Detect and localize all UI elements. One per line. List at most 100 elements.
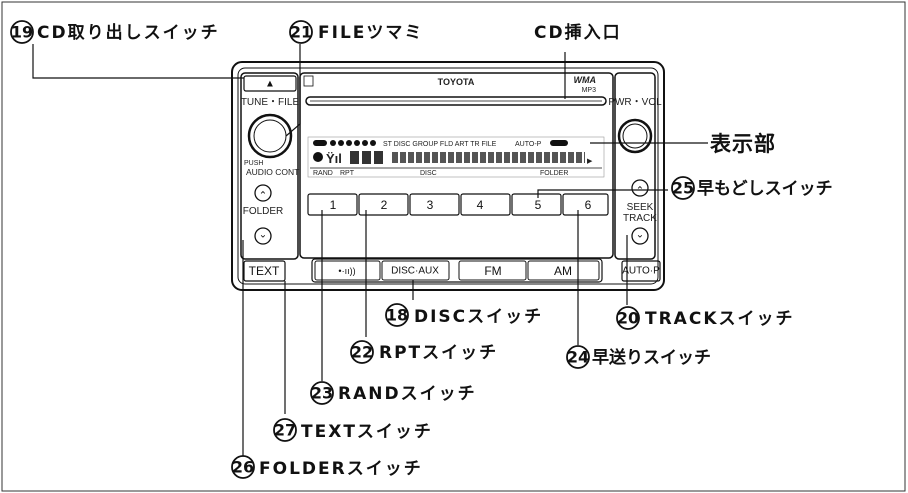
callout-24: 24 早送りスイッチ bbox=[566, 345, 711, 369]
wma-label: WMA bbox=[574, 75, 597, 85]
callout-number-circle bbox=[616, 306, 640, 330]
cd-slot bbox=[305, 96, 607, 106]
leader-21 bbox=[285, 44, 301, 137]
callout-27: 27 TEXTスイッチ bbox=[273, 418, 431, 442]
callout-number: 27 bbox=[274, 421, 296, 440]
callout-number: 20 bbox=[617, 309, 639, 328]
callout-label: 早送りスイッチ bbox=[592, 347, 711, 368]
display-area: ST DISC GROUP FLD ART TR FILE AUTO-P Ÿıl… bbox=[307, 136, 605, 178]
callout-number: 22 bbox=[351, 343, 373, 362]
preset-button-6[interactable] bbox=[562, 193, 609, 216]
callout-label: FILEツマミ bbox=[318, 23, 423, 43]
seek-up-icon: ⌃ bbox=[636, 186, 644, 197]
audio-cont-label: AUDIO CONT bbox=[246, 167, 299, 177]
chevron-up-icon: ⌃ bbox=[259, 191, 267, 202]
track-label: TRACK bbox=[623, 213, 657, 224]
callout-23: 23 RANDスイッチ bbox=[310, 381, 475, 405]
chevron-down-icon: ⌄ bbox=[259, 230, 267, 241]
preset-button-4[interactable] bbox=[460, 193, 511, 216]
display-segments bbox=[350, 151, 585, 164]
callout-number-circle bbox=[10, 20, 34, 44]
center-panel bbox=[299, 72, 614, 259]
folder-label: FOLDER bbox=[243, 206, 284, 217]
scan-icon: •·ıı)) bbox=[338, 266, 355, 276]
preset-button-2[interactable] bbox=[358, 193, 409, 216]
text-button-label: TEXT bbox=[249, 264, 280, 278]
callout-label: DISCスイッチ bbox=[414, 307, 543, 327]
eject-button[interactable] bbox=[243, 75, 297, 92]
display-frame bbox=[307, 136, 605, 178]
seek-up-button[interactable] bbox=[631, 179, 649, 197]
leader-lines bbox=[32, 44, 708, 456]
fm-label: FM bbox=[484, 264, 501, 278]
callout-number: 21 bbox=[290, 23, 312, 42]
display-signal-icon: Ÿıl bbox=[326, 151, 342, 166]
callout-26: 26 FOLDERスイッチ bbox=[231, 455, 423, 479]
file-knob[interactable] bbox=[247, 113, 293, 159]
callout-number: 19 bbox=[11, 23, 33, 42]
folder-down-button[interactable] bbox=[254, 227, 272, 245]
display-badge-icon bbox=[313, 140, 327, 146]
preset-label-6: 6 bbox=[585, 198, 592, 212]
display-disc: DISC bbox=[420, 170, 437, 177]
display-badge2-icon bbox=[550, 140, 568, 146]
tune-file-label: TUNE・FILE bbox=[241, 97, 300, 108]
callout-number-circle bbox=[671, 176, 695, 200]
callout-number-circle bbox=[231, 455, 255, 479]
am-label: AM bbox=[554, 264, 572, 278]
display-rpt: RPT bbox=[340, 170, 355, 177]
callout-label: TRACKスイッチ bbox=[645, 309, 795, 329]
callout-label: FOLDERスイッチ bbox=[259, 459, 423, 479]
autop-button[interactable] bbox=[621, 260, 661, 282]
disc-aux-button[interactable] bbox=[381, 260, 450, 281]
preset-button-1[interactable] bbox=[307, 193, 358, 216]
seek-down-icon: ⌄ bbox=[636, 230, 644, 241]
callout-21: 21 FILEツマミ bbox=[289, 20, 423, 44]
callout-19: 19 CD取り出しスイッチ bbox=[10, 20, 220, 44]
pwr-vol-label: PWR・VOL bbox=[608, 97, 662, 108]
callout-label: 表示部 bbox=[710, 132, 776, 156]
display-autop: AUTO-P bbox=[515, 141, 542, 148]
display-rand: RAND bbox=[313, 170, 333, 177]
callout-cd-slot: CD挿入口 bbox=[534, 22, 620, 43]
callout-number: 23 bbox=[311, 384, 333, 403]
preset-label-1: 1 bbox=[330, 198, 337, 212]
display-disc-indicators bbox=[330, 140, 376, 146]
callout-number-circle bbox=[350, 340, 374, 364]
head-unit: ▲ TUNE・FILE PUSH AUDIO CONT ⌃ FOLDER ⌄ T… bbox=[231, 61, 665, 291]
text-button[interactable] bbox=[243, 260, 286, 282]
unit-inner-bezel bbox=[237, 67, 659, 285]
seek-down-button[interactable] bbox=[631, 227, 649, 245]
callout-number-circle bbox=[310, 381, 334, 405]
display-mode-icon bbox=[313, 152, 323, 162]
leader-19 bbox=[32, 44, 244, 79]
preset-label-3: 3 bbox=[427, 198, 434, 212]
callout-number-circle bbox=[273, 418, 297, 442]
pwr-vol-knob[interactable] bbox=[617, 118, 653, 154]
preset-button-3[interactable] bbox=[409, 193, 460, 216]
callout-number-circle bbox=[566, 345, 590, 369]
preset-button-5[interactable] bbox=[511, 193, 562, 216]
folder-up-button[interactable] bbox=[254, 184, 272, 202]
unit-outer-bezel bbox=[231, 61, 665, 291]
scan-button[interactable] bbox=[314, 260, 381, 281]
preset-label-4: 4 bbox=[477, 198, 484, 212]
am-button[interactable] bbox=[527, 260, 600, 281]
left-panel bbox=[240, 72, 299, 260]
callout-number: 24 bbox=[567, 348, 589, 367]
callout-number-circle bbox=[289, 20, 313, 44]
callout-label: 早もどしスイッチ bbox=[697, 179, 833, 199]
mp3-label: MP3 bbox=[582, 87, 597, 94]
push-label: PUSH bbox=[244, 160, 263, 167]
eject-icon: ▲ bbox=[265, 79, 275, 90]
right-panel bbox=[614, 72, 656, 260]
preset-buttons: 1 2 3 4 5 6 bbox=[307, 193, 609, 216]
callout-label: CD取り出しスイッチ bbox=[37, 22, 220, 43]
display-top-line: ST DISC GROUP FLD ART TR FILE bbox=[383, 141, 497, 148]
fm-button[interactable] bbox=[458, 260, 527, 281]
callout-label: RPTスイッチ bbox=[379, 343, 498, 363]
disc-logo-icon bbox=[303, 75, 314, 87]
bottom-button-bar bbox=[311, 258, 603, 283]
